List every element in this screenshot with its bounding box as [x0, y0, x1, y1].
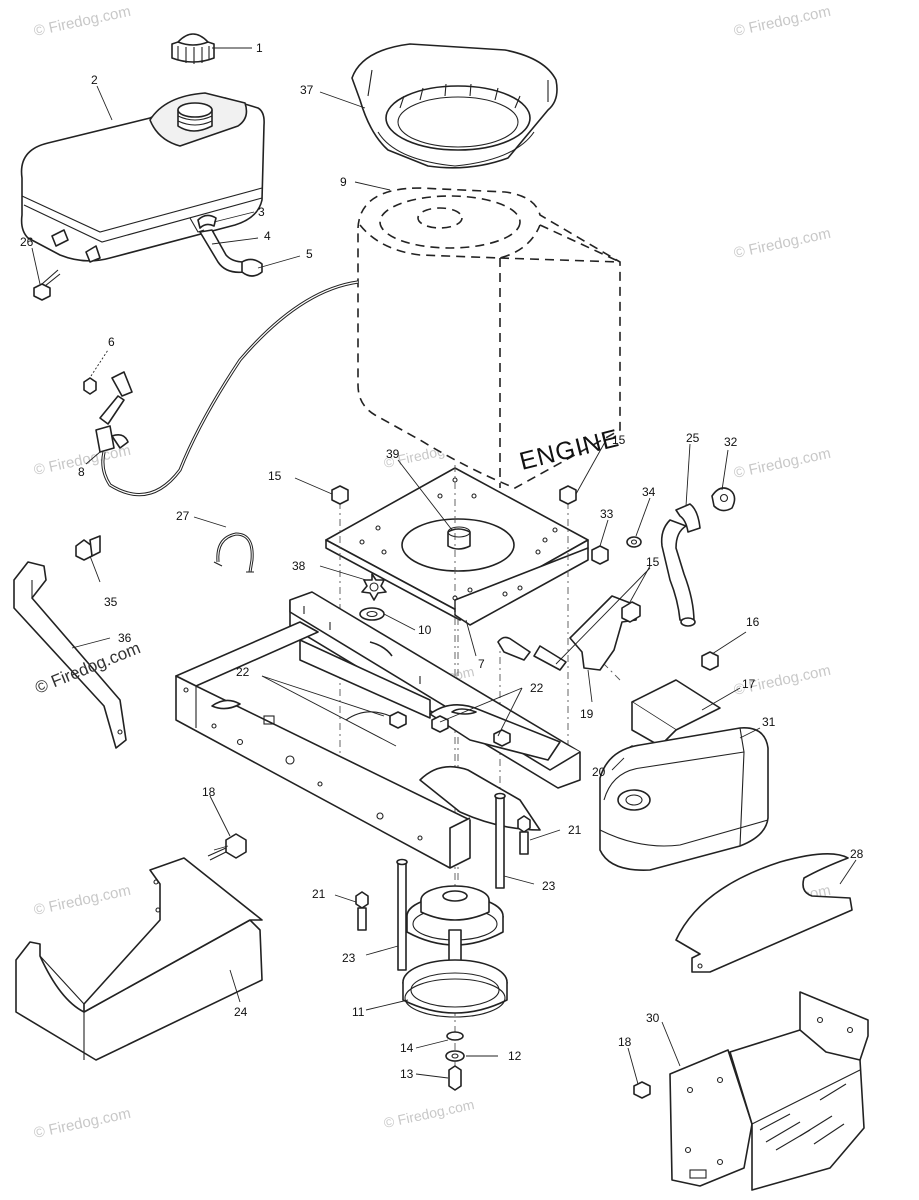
callout-27: 27	[176, 509, 190, 523]
watermark: © Firedog.com	[732, 445, 832, 482]
callout-2: 2	[91, 73, 98, 87]
screw-26	[33, 269, 61, 301]
callout-25: 25	[686, 431, 700, 445]
frame-crossmember	[299, 639, 561, 831]
bolt-21-left	[355, 891, 369, 931]
watermark: © Firedog.com	[732, 3, 832, 40]
blower-housing	[351, 43, 558, 169]
callout-8: 8	[78, 465, 85, 479]
mount-bracket-30	[669, 991, 869, 1191]
callout-36: 36	[118, 631, 132, 645]
bolt-22-a	[389, 711, 407, 729]
callout-21: 21	[568, 823, 582, 837]
spindle-23-left	[396, 858, 408, 971]
callout-19: 19	[580, 707, 594, 721]
watermark: © Firedog.com	[32, 882, 132, 919]
callout-26: 26	[20, 235, 34, 249]
callout-21: 21	[312, 887, 326, 901]
fuel-cap	[171, 33, 215, 64]
heat-shield	[675, 853, 853, 973]
callout-18: 18	[202, 785, 216, 799]
spindle-23-right	[494, 792, 506, 889]
bolt-18-bottom	[633, 1081, 651, 1099]
bolt-15-bracket	[621, 601, 641, 623]
bolt-22-b	[431, 715, 449, 733]
throttle-control	[95, 371, 133, 453]
engine-mount-plate	[325, 467, 589, 626]
callout-22: 22	[530, 681, 544, 695]
bolt-35	[75, 535, 101, 561]
callout-4: 4	[264, 229, 271, 243]
callout-39: 39	[386, 447, 400, 461]
callout-24: 24	[234, 1005, 248, 1019]
muffler	[599, 727, 769, 871]
callout-30: 30	[646, 1011, 660, 1025]
frame-rail-front	[175, 621, 471, 869]
callout-17: 17	[742, 677, 756, 691]
washer-14	[446, 1031, 464, 1041]
pulley-lower	[402, 959, 508, 1018]
clip-27	[213, 532, 254, 573]
washer-34	[626, 536, 642, 548]
belt-guide-bracket	[497, 595, 639, 671]
callout-23: 23	[342, 951, 356, 965]
callout-1: 1	[256, 41, 263, 55]
callout-11: 11	[352, 1005, 365, 1019]
callout-34: 34	[642, 485, 656, 499]
bolt-18-top	[207, 833, 247, 861]
callout-15: 15	[646, 555, 660, 569]
bolt-15-right	[559, 485, 577, 505]
fuel-line-assembly	[197, 214, 263, 277]
callout-28: 28	[850, 847, 864, 861]
callout-5: 5	[306, 247, 313, 261]
callout-31: 31	[762, 715, 776, 729]
screw-6	[83, 349, 109, 395]
watermark: © Firedog.com	[732, 225, 832, 262]
bolt-15-left	[331, 485, 349, 505]
bracket-36	[13, 561, 127, 749]
gasket-32	[711, 487, 736, 512]
callout-12: 12	[508, 1049, 522, 1063]
callout-3: 3	[258, 205, 265, 219]
nut-13	[448, 1065, 462, 1091]
callout-9: 9	[340, 175, 347, 189]
bolt-21-right	[517, 815, 531, 855]
bolt-22-c	[493, 729, 511, 747]
exhaust-pipe	[660, 503, 701, 627]
washer-12	[445, 1050, 465, 1062]
pulley-upper	[406, 885, 504, 946]
bolt-33	[591, 545, 609, 565]
throttle-cable	[101, 280, 359, 497]
callout-38: 38	[292, 559, 306, 573]
callout-15: 15	[268, 469, 282, 483]
callout-numbers: 1 2 3 4 5 6 7 8 9 10 11 12 13 14 15 15 1…	[20, 41, 864, 1081]
callout-23: 23	[542, 879, 556, 893]
callout-32: 32	[724, 435, 738, 449]
callout-22: 22	[236, 665, 250, 679]
fuel-tank	[20, 92, 265, 263]
callout-18: 18	[618, 1035, 632, 1049]
callout-15: 15	[612, 433, 626, 447]
callout-6: 6	[108, 335, 115, 349]
belt-guard	[15, 857, 263, 1061]
watermark: © Firedog.com	[32, 3, 132, 40]
muffler-bracket	[631, 679, 721, 747]
callout-13: 13	[400, 1067, 414, 1081]
callout-14: 14	[400, 1041, 414, 1055]
watermark: © Firedog.com	[32, 1105, 132, 1142]
callout-35: 35	[104, 595, 118, 609]
callout-16: 16	[746, 615, 760, 629]
engine-outline: ENGINE	[357, 187, 622, 489]
callout-7: 7	[478, 657, 485, 671]
watermark: © Firedog.com	[382, 1096, 475, 1131]
star-washer	[361, 573, 387, 601]
leader-lines	[31, 47, 857, 1085]
washer-10	[359, 607, 385, 621]
bolt-16	[701, 651, 719, 671]
callout-20: 20	[592, 765, 606, 779]
callout-33: 33	[600, 507, 614, 521]
callout-37: 37	[300, 83, 314, 97]
callout-10: 10	[418, 623, 432, 637]
